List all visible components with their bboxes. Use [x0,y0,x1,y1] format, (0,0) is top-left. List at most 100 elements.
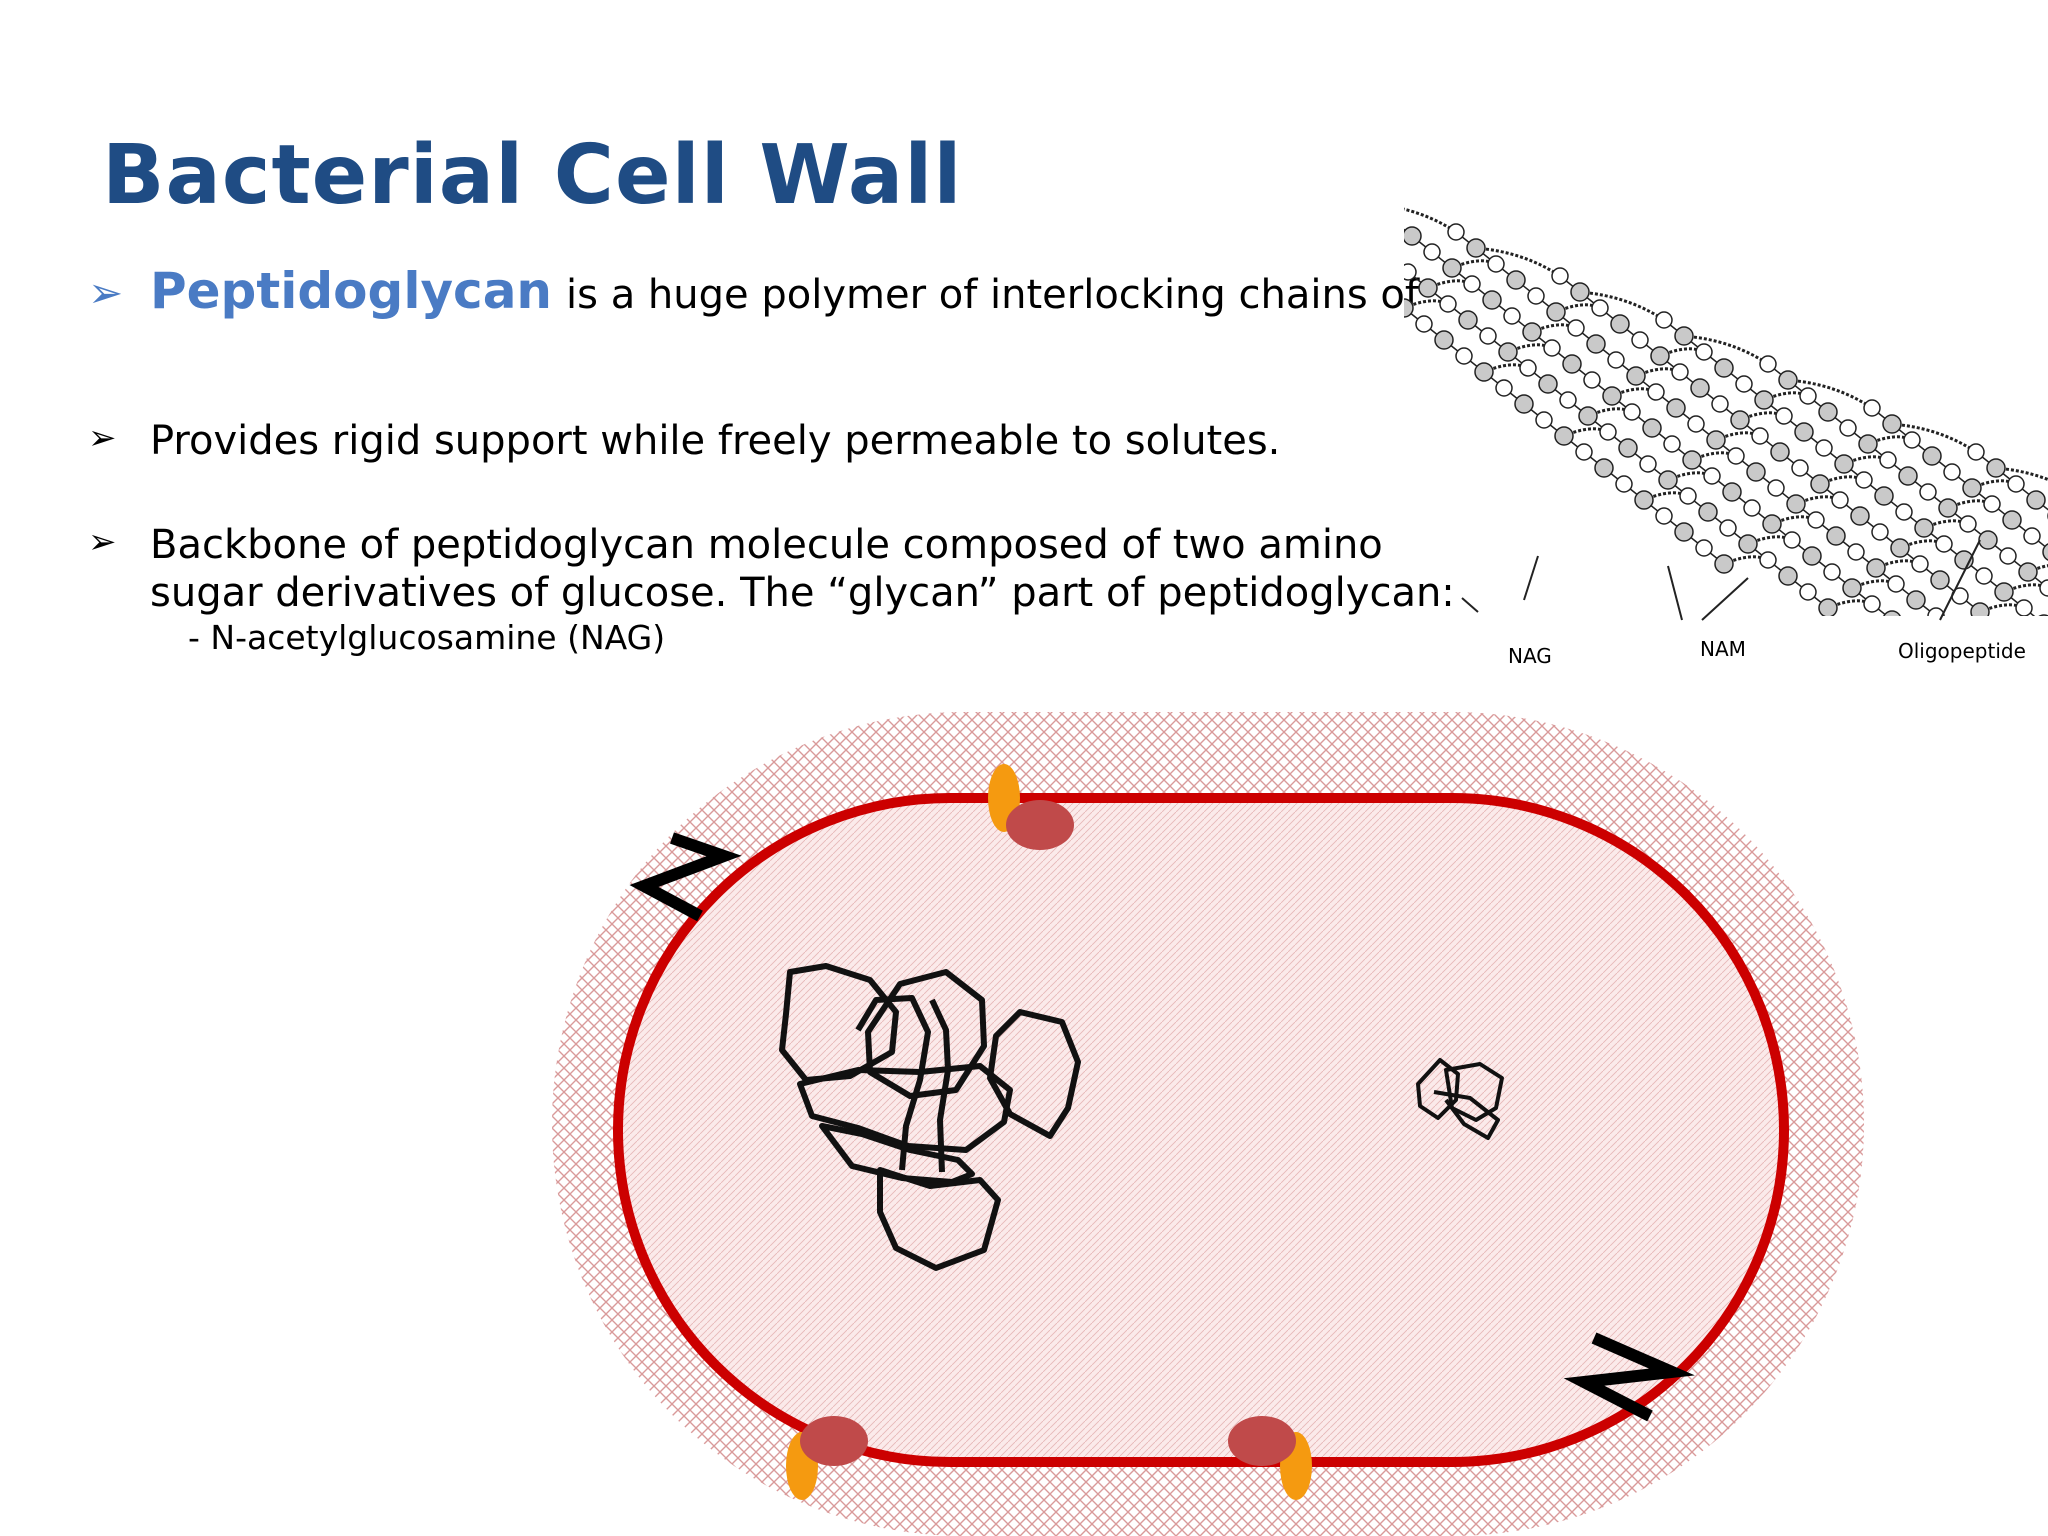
nam-bead [1698,502,1718,522]
nag-bead [1967,443,1985,461]
label-oligopeptide: Oligopeptide [1898,639,2026,663]
nam-bead [1458,310,1478,330]
nag-bead [1927,607,1945,616]
nag-bead [1911,555,1929,573]
nag-bead [1575,443,1593,461]
nam-bead [1546,302,1566,322]
nag-bead [1895,503,1913,521]
nag-bead [1591,299,1609,317]
nam-bead [1834,454,1854,474]
nag-bead [1495,379,1513,397]
nam-bead [1650,346,1670,366]
nag-bead [1615,475,1633,493]
nam-bead [1770,442,1790,462]
nam-bead [1938,498,1958,518]
arrow-bullet-icon: ➢ [88,268,124,317]
bullet-text: Provides rigid support while freely perm… [150,418,1281,464]
nam-bead [1922,446,1942,466]
nam-bead [1754,390,1774,410]
nag-bead [1583,371,1601,389]
nag-bead [1983,495,2001,513]
nag-bead [1535,411,1553,429]
nag-bead [1999,547,2017,565]
nag-bead [1831,491,1849,509]
nam-bead [1442,258,1462,278]
nag-bead [1783,531,1801,549]
nag-bead [2007,475,2025,493]
membrane-protein-red [1006,800,1074,850]
nag-bead [1671,363,1689,381]
nam-bead [1514,394,1534,414]
nam-bead [1466,238,1486,258]
nag-bead [1727,447,1745,465]
nam-bead [1858,434,1878,454]
nam-bead [2042,543,2048,561]
arrow-bullet-icon: ➢ [88,418,117,458]
nam-bead [1674,522,1694,542]
nag-bead [1503,307,1521,325]
nag-bead [2023,527,2041,545]
nam-bead [1722,482,1742,502]
nam-bead [1578,406,1598,426]
nam-bead [1842,578,1862,598]
nam-bead [1658,470,1678,490]
nam-bead [1562,354,1582,374]
nag-bead [1463,275,1481,293]
nag-bead [1527,287,1545,305]
nam-bead [1602,386,1622,406]
nam-bead [1570,282,1590,302]
lattice-strands [1404,207,2048,616]
nag-bead [1551,267,1569,285]
nam-bead [2018,562,2038,582]
nam-bead [1706,430,1726,450]
nam-bead [1762,514,1782,534]
nag-bead [1735,375,1753,393]
nam-bead [1404,226,1422,246]
peptidoglycan-term: Peptidoglycan [150,262,553,320]
nam-bead [1666,398,1686,418]
nam-bead [1866,558,1886,578]
nag-bead [1623,403,1641,421]
nam-bead [2026,490,2046,510]
nag-bead [1455,347,1473,365]
slide-title: Bacterial Cell Wall [102,128,963,223]
membrane-protein-red [1228,1416,1296,1466]
nam-bead [1898,466,1918,486]
nam-bead [1850,506,1870,526]
nam-bead [2002,510,2022,530]
nam-bead [1586,334,1606,354]
nam-bead [1404,298,1414,318]
nam-bead [1690,378,1710,398]
nag-bead [1823,563,1841,581]
nag-bead [1767,479,1785,497]
nam-bead [1962,478,1982,498]
nam-bead [1642,418,1662,438]
nam-bead [1618,438,1638,458]
nam-bead [1434,330,1454,350]
nam-bead [1626,366,1646,386]
nag-bead [1743,499,1761,517]
nam-bead [1826,526,1846,546]
nag-bead [1404,263,1417,281]
nag-bead [1815,439,1833,457]
lattice-label-lines [1461,539,1981,621]
nam-bead [1786,494,1806,514]
nam-bead [1506,270,1526,290]
nam-bead [1594,458,1614,478]
nam-bead [1818,598,1838,616]
nag-bead [1807,511,1825,529]
arrow-bullet-icon: ➢ [88,522,117,562]
nam-bead [1714,554,1734,574]
nag-bead [1655,507,1673,525]
nag-bead [1519,359,1537,377]
nag-bead [1887,575,1905,593]
nag-bead [1943,463,1961,481]
nam-bead [1874,486,1894,506]
nag-bead [1935,535,1953,553]
nag-bead [1799,583,1817,601]
nam-bead [1738,534,1758,554]
nam-bead [1538,374,1558,394]
nam-bead [1994,582,2014,602]
nam-bead [1794,422,1814,442]
